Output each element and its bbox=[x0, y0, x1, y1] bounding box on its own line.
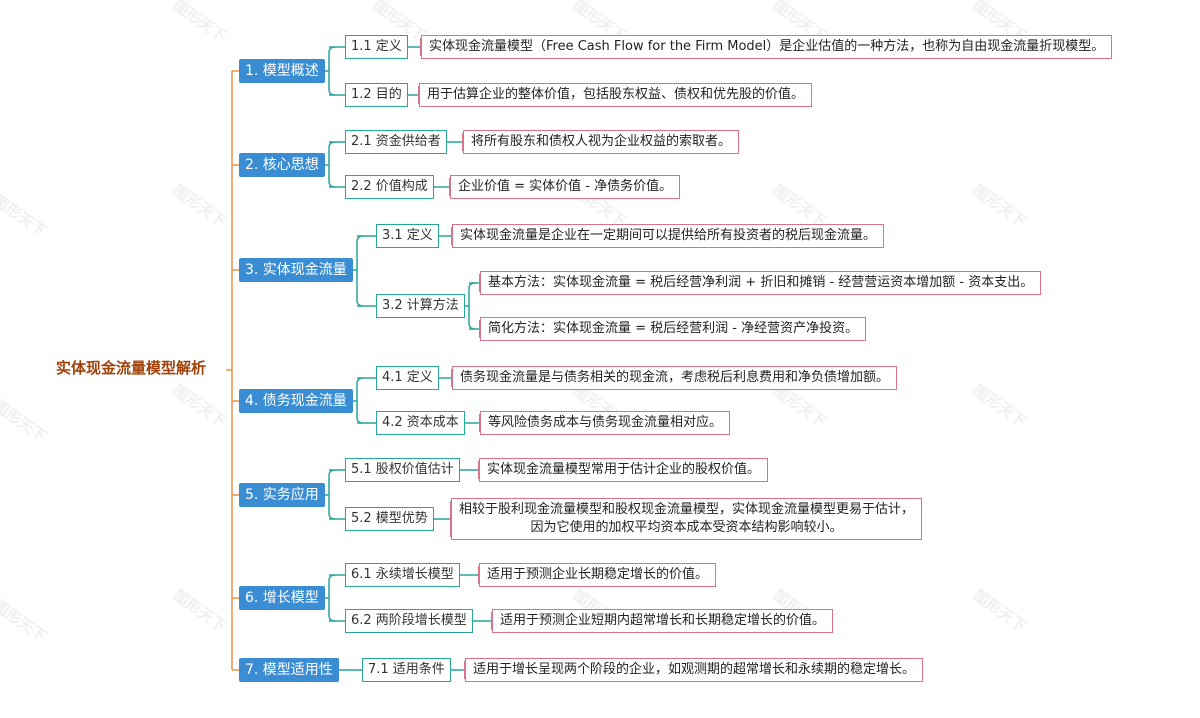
leaf-node-4-1-1[interactable]: 债务现金流量是与债务相关的现金流，考虑税后利息费用和净负债增加额。 bbox=[452, 366, 898, 390]
section-node-5[interactable]: 5. 实务应用 bbox=[239, 483, 325, 507]
section-node-1[interactable]: 1. 模型概述 bbox=[239, 59, 325, 83]
section-node-2[interactable]: 2. 核心思想 bbox=[239, 153, 325, 177]
section-node-3[interactable]: 3. 实体现金流量 bbox=[239, 258, 353, 282]
subtopic-node-1-1[interactable]: 1.1 定义 bbox=[345, 35, 408, 59]
subtopic-node-2-2[interactable]: 2.2 价值构成 bbox=[345, 175, 434, 199]
subtopic-node-4-1[interactable]: 4.1 定义 bbox=[376, 366, 439, 390]
connector bbox=[468, 282, 476, 330]
leaf-node-1-2-1[interactable]: 用于估算企业的整体价值，包括股东权益、债权和优先股的价值。 bbox=[419, 83, 813, 107]
subtopic-node-4-2[interactable]: 4.2 资本成本 bbox=[376, 411, 465, 435]
leaf-node-7-1-1[interactable]: 适用于增长呈现两个阶段的企业，如观测期的超常增长和永续期的稳定增长。 bbox=[465, 658, 924, 682]
subtopic-node-7-1[interactable]: 7.1 适用条件 bbox=[362, 658, 451, 682]
leaf-node-3-1-1[interactable]: 实体现金流量是企业在一定期间可以提供给所有投资者的税后现金流量。 bbox=[452, 224, 885, 248]
subtopic-node-3-1[interactable]: 3.1 定义 bbox=[376, 224, 439, 248]
leaf-node-1-1-1[interactable]: 实体现金流量模型（Free Cash Flow for the Firm Mod… bbox=[421, 35, 1113, 59]
connector bbox=[328, 141, 336, 188]
leaf-line: 相较于股利现金流量模型和股权现金流量模型，实体现金流量模型更易于估计， bbox=[459, 502, 915, 517]
connector bbox=[328, 574, 336, 622]
leaf-node-6-1-1[interactable]: 适用于预测企业长期稳定增长的价值。 bbox=[479, 563, 717, 587]
subtopic-node-6-1[interactable]: 6.1 永续增长模型 bbox=[345, 563, 460, 587]
connector bbox=[328, 46, 336, 96]
subtopic-node-5-2[interactable]: 5.2 模型优势 bbox=[345, 507, 434, 531]
leaf-node-3-2-2[interactable]: 简化方法：实体现金流量 = 税后经营利润 - 净经营资产净投资。 bbox=[480, 317, 867, 341]
section-node-4[interactable]: 4. 债务现金流量 bbox=[239, 389, 353, 413]
leaf-node-3-2-1[interactable]: 基本方法：实体现金流量 = 税后经营净利润 + 折旧和摊销 - 经营营运资本增加… bbox=[480, 271, 1042, 295]
connector bbox=[356, 235, 364, 307]
leaf-node-2-2-1[interactable]: 企业价值 = 实体价值 - 净债务价值。 bbox=[450, 175, 681, 199]
leaf-node-2-1-1[interactable]: 将所有股东和债权人视为企业权益的索取者。 bbox=[463, 130, 740, 154]
leaf-line: 因为它使用的加权平均资本成本受资本结构影响较小。 bbox=[530, 520, 843, 535]
root-node[interactable]: 实体现金流量模型解析 bbox=[56, 359, 207, 377]
subtopic-node-3-2[interactable]: 3.2 计算方法 bbox=[376, 294, 465, 318]
subtopic-node-6-2[interactable]: 6.2 两阶段增长模型 bbox=[345, 609, 473, 633]
leaf-node-5-1-1[interactable]: 实体现金流量模型常用于估计企业的股权价值。 bbox=[479, 458, 769, 482]
section-node-6[interactable]: 6. 增长模型 bbox=[239, 586, 325, 610]
connector bbox=[328, 469, 336, 520]
subtopic-node-1-2[interactable]: 1.2 目的 bbox=[345, 83, 408, 107]
leaf-node-5-2-1[interactable]: 相较于股利现金流量模型和股权现金流量模型，实体现金流量模型更易于估计， 因为它使用… bbox=[451, 498, 923, 540]
subtopic-node-5-1[interactable]: 5.1 股权价值估计 bbox=[345, 458, 460, 482]
subtopic-node-2-1[interactable]: 2.1 资金供给者 bbox=[345, 130, 447, 154]
leaf-node-4-2-1[interactable]: 等风险债务成本与债务现金流量相对应。 bbox=[480, 411, 731, 435]
leaf-node-6-2-1[interactable]: 适用于预测企业短期内超常增长和长期稳定增长的价值。 bbox=[492, 609, 834, 633]
section-node-7[interactable]: 7. 模型适用性 bbox=[239, 658, 339, 682]
connector bbox=[356, 377, 364, 424]
